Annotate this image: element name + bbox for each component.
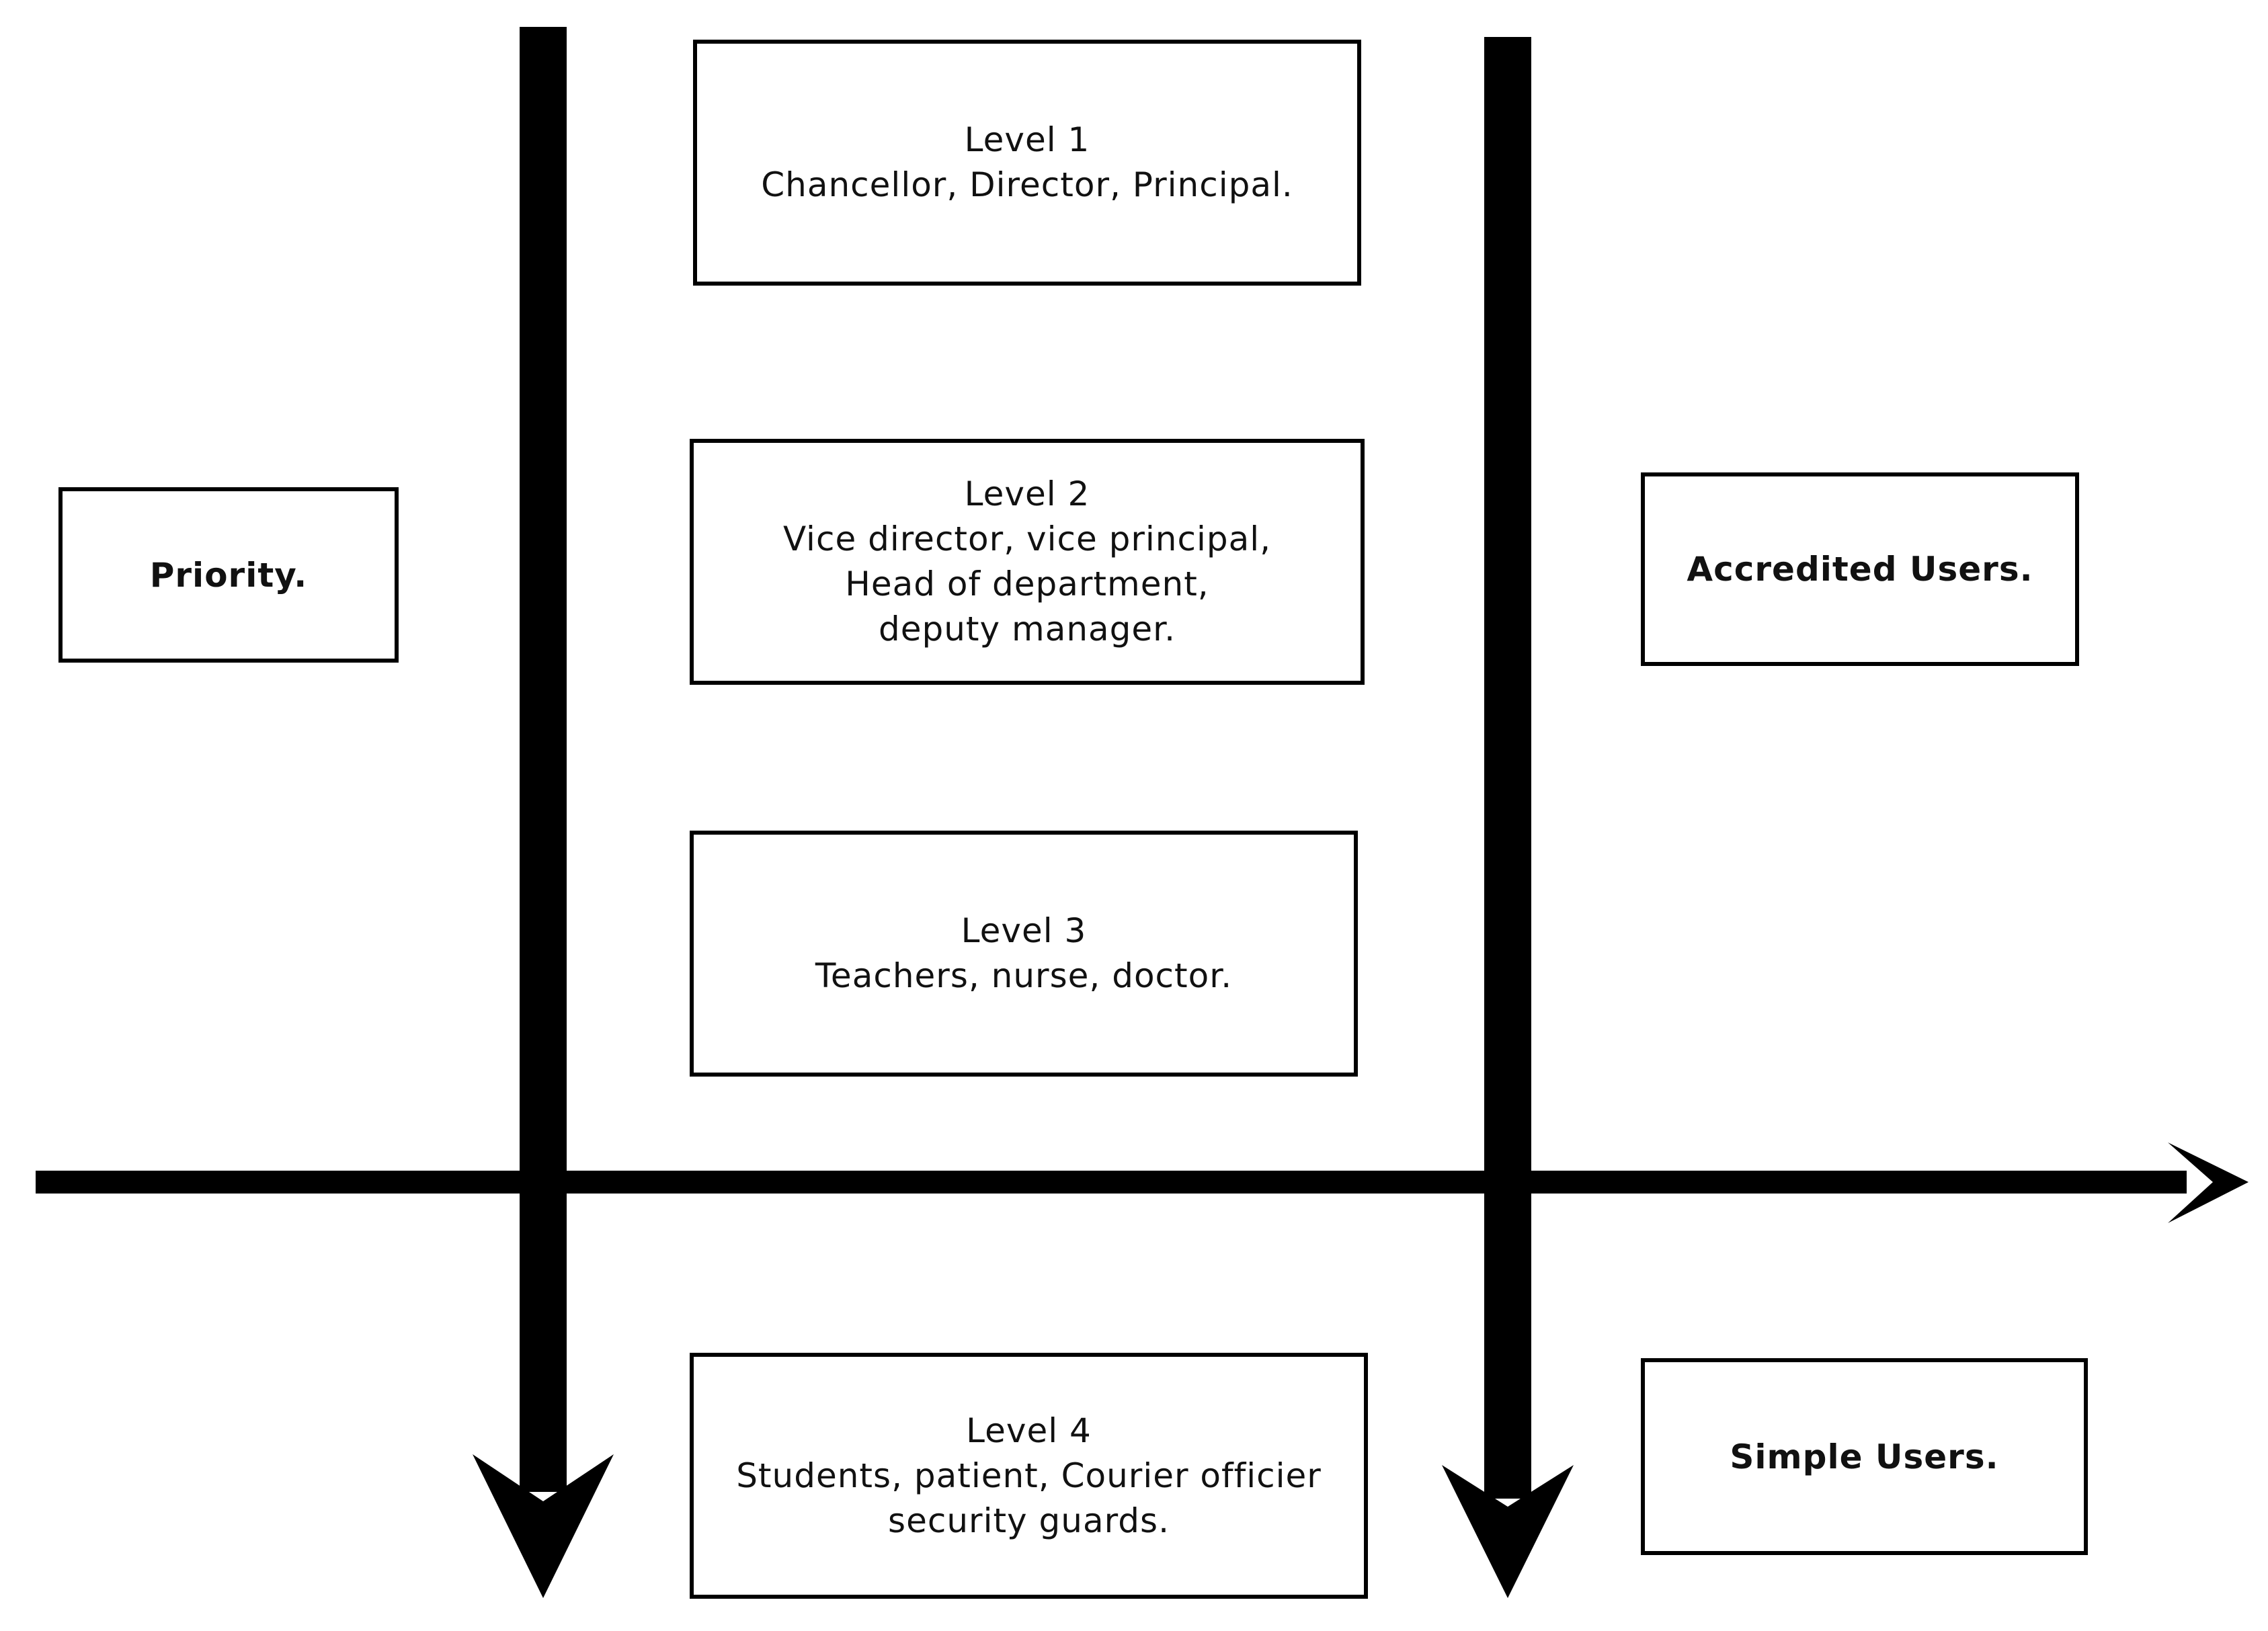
simple-users-label-box: Simple Users.	[1641, 1358, 2088, 1555]
level-2-roles-line-2: Head of department,	[845, 564, 1209, 603]
level-4-box: Level 4 Students, patient, Courier offic…	[690, 1353, 1368, 1599]
level-1-title: Level 1	[964, 120, 1090, 159]
level-2-roles-line-3: deputy manager.	[878, 610, 1176, 649]
accredited-users-label-box: Accredited Users.	[1641, 472, 2079, 666]
level-1-box: Level 1 Chancellor, Director, Principal.	[693, 40, 1361, 286]
level-4-roles-line-1: Students, patient, Courier officier	[736, 1456, 1322, 1495]
level-3-box: Level 3 Teachers, nurse, doctor.	[690, 831, 1358, 1077]
left-vertical-arrow-shaft	[520, 27, 567, 1492]
left-vertical-arrow-head	[473, 1454, 614, 1598]
level-2-roles-line-1: Vice director, vice principal,	[782, 519, 1272, 558]
level-2-box: Level 2 Vice director, vice principal, H…	[690, 439, 1365, 685]
level-4-title: Level 4	[966, 1411, 1092, 1450]
accredited-users-label: Accredited Users.	[1687, 550, 2033, 589]
level-3-roles: Teachers, nurse, doctor.	[815, 956, 1233, 995]
right-vertical-arrow-head	[1442, 1465, 1574, 1598]
priority-label-box: Priority.	[58, 487, 399, 663]
horizontal-arrow-head	[2168, 1142, 2249, 1223]
simple-users-label: Simple Users.	[1730, 1437, 1999, 1476]
horizontal-arrow-shaft	[36, 1171, 2187, 1194]
level-4-roles-line-2: security guards.	[888, 1501, 1170, 1540]
level-2-title: Level 2	[964, 474, 1090, 513]
right-vertical-arrow-shaft	[1484, 37, 1531, 1499]
priority-label: Priority.	[149, 555, 308, 595]
level-3-title: Level 3	[961, 911, 1087, 950]
level-1-roles: Chancellor, Director, Principal.	[761, 165, 1293, 204]
